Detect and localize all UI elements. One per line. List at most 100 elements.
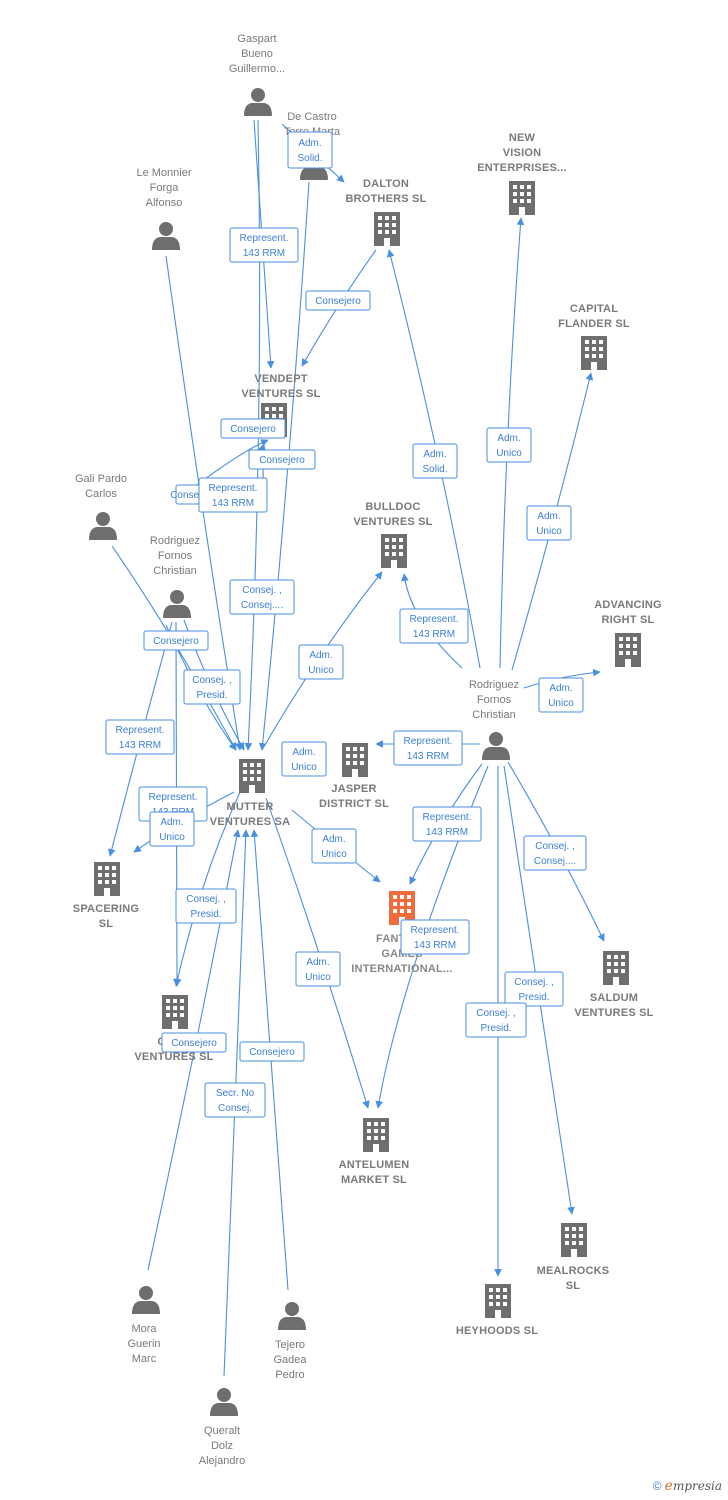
- edge-label-l17[interactable]: Adm.Unico: [538, 677, 584, 713]
- edge-label-l23[interactable]: Represent.143 RRM: [412, 806, 482, 842]
- person-node-gaspart[interactable]: GaspartBuenoGuillermo...: [229, 33, 285, 116]
- company-node-newvision[interactable]: NEWVISIONENTERPRISES...: [477, 132, 567, 215]
- edge-label-box: [229, 579, 295, 615]
- edge-label-text: Adm.: [322, 834, 345, 845]
- node-label-line: ANTELUMEN: [339, 1159, 410, 1171]
- node-label-line: Mora: [131, 1323, 157, 1335]
- edge-label-l31[interactable]: Consejero: [239, 1041, 305, 1062]
- node-label-line: Gaspart: [237, 33, 276, 45]
- edge-label-l19[interactable]: Represent.143 RRM: [393, 730, 463, 766]
- edge-label-box: [486, 427, 532, 463]
- edge-label-l7[interactable]: Represent.143 RRM: [198, 477, 268, 513]
- edge-label-l28[interactable]: Consej. , Presid.: [504, 971, 564, 1007]
- edge-label-l13[interactable]: Consej. , Presid.: [183, 669, 241, 705]
- edge-label-box: [220, 418, 286, 439]
- node-label-line: VISION: [503, 147, 542, 159]
- edge-label-text: 143 RRM: [414, 940, 456, 951]
- edge-label-l9[interactable]: Adm.Unico: [486, 427, 532, 463]
- edge-label-text: Consejero: [259, 455, 305, 466]
- edge-label-text: Presid.: [518, 992, 549, 1003]
- edge-label-text: Consej. ,: [514, 977, 553, 988]
- edge-label-l11[interactable]: Consej. ,Consej....: [229, 579, 295, 615]
- edge-label-l24[interactable]: Consej. ,Consej....: [523, 835, 587, 871]
- company-node-groe[interactable]: GROEVENTURES SL: [134, 995, 213, 1063]
- edge-label-l12[interactable]: Consejero: [143, 630, 209, 651]
- node-label-line: Rodriguez: [150, 535, 200, 547]
- edge-label-l4[interactable]: Consejero: [220, 418, 286, 439]
- node-label-line: Pedro: [275, 1369, 304, 1381]
- node-label-line: Christian: [153, 565, 196, 577]
- node-label-line: SL: [99, 918, 114, 930]
- edge-label-l3[interactable]: Consejero: [305, 290, 371, 311]
- edge-label-box: [504, 971, 564, 1007]
- edge-label-l30[interactable]: Consejero: [161, 1032, 227, 1053]
- edge-label-text: Represent.: [116, 725, 165, 736]
- edge-label-l29[interactable]: Consej. ,Presid.: [465, 1002, 527, 1038]
- edge-label-text: Unico: [321, 849, 347, 860]
- edge-label-l10[interactable]: Adm.Unico: [526, 505, 572, 541]
- edge-label-l27[interactable]: Adm.Unico: [295, 951, 341, 987]
- person-icon: [152, 222, 180, 250]
- node-label-line: ENTERPRISES...: [477, 162, 567, 174]
- node-label-line: ADVANCING: [594, 599, 662, 611]
- building-icon: [239, 759, 265, 793]
- edge-label-text: Adm.: [423, 449, 446, 460]
- edge-label-text: Unico: [308, 665, 334, 676]
- edge-label-text: Adm.: [160, 817, 183, 828]
- edge-label-l22[interactable]: Adm. Unico: [311, 828, 357, 864]
- node-label-line: Bueno: [241, 48, 273, 60]
- company-node-heyhoods[interactable]: HEYHOODS SL: [456, 1284, 538, 1337]
- edge-label-l2[interactable]: Represent.143 RRM: [229, 227, 299, 263]
- node-label-line: Dolz: [211, 1440, 233, 1452]
- edge-label-l1[interactable]: Adm.Solid.: [287, 131, 333, 169]
- edge-label-l21[interactable]: Adm.Unico: [149, 811, 195, 847]
- edge-label-box: [400, 919, 470, 955]
- edge-label-text: Unico: [536, 526, 562, 537]
- edge-label-text: Unico: [548, 698, 574, 709]
- node-label-line: DISTRICT SL: [319, 798, 389, 810]
- edge-label-text: Consej. ,: [192, 675, 231, 686]
- edge-label-box: [149, 811, 195, 847]
- edge-label-text: 143 RRM: [413, 629, 455, 640]
- edge-label-l14[interactable]: Represent.143 RRM: [105, 719, 175, 755]
- edge-label-l18[interactable]: Adm.Unico: [281, 741, 327, 777]
- edge-label-l15[interactable]: Adm.Unico: [298, 644, 344, 680]
- edge-label-box: [393, 730, 463, 766]
- edge-label-l8[interactable]: Adm.Solid.: [412, 443, 458, 479]
- edge-label-text: Presid.: [196, 690, 227, 701]
- edge-label-l5[interactable]: Consejero: [248, 449, 316, 470]
- brand-logo-initial: e: [664, 1478, 673, 1494]
- node-label-line: Christian: [472, 709, 515, 721]
- edge-label-box: [412, 806, 482, 842]
- node-label-line: Queralt: [204, 1425, 240, 1437]
- edge-label-text: Represent.: [404, 736, 453, 747]
- edge-label-text: Consej. ,: [476, 1008, 515, 1019]
- person-icon: [278, 1302, 306, 1330]
- edge-label-l26[interactable]: Represent.143 RRM: [400, 919, 470, 955]
- edge-label-box: [248, 449, 316, 470]
- node-label-line: HEYHOODS SL: [456, 1325, 538, 1337]
- edge-label-l25[interactable]: Consej. ,Presid.: [175, 888, 237, 924]
- node-label-line: Marc: [132, 1353, 157, 1365]
- edge-label-l16[interactable]: Represent.143 RRM: [399, 608, 469, 644]
